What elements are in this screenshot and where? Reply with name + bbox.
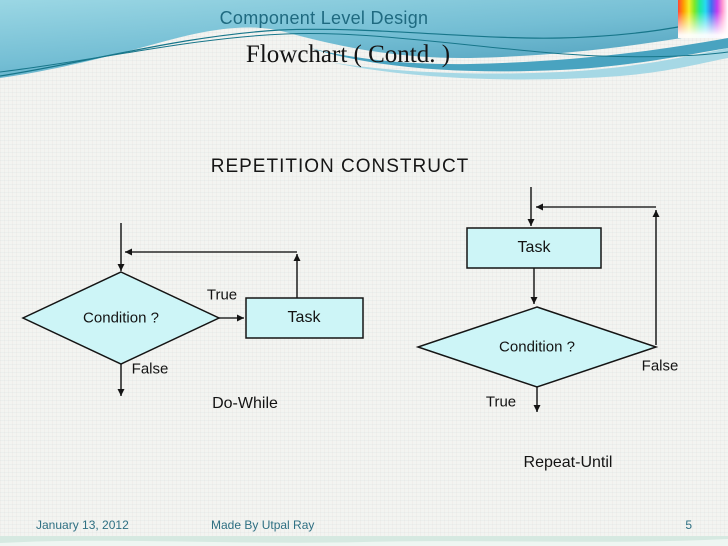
dowhile-caption: Do-While	[212, 395, 278, 412]
header-teal-band	[310, 38, 728, 72]
dowhile-true-label: True	[206, 286, 238, 304]
header-accent-line-2	[0, 33, 728, 73]
slide-subtitle: Flowchart ( Contd. )	[245, 41, 451, 68]
repeatuntil-condition-label: Condition ?	[499, 338, 575, 356]
repeatuntil-task-box	[466, 227, 602, 269]
repeatuntil-task-label: Task	[517, 239, 551, 256]
repeatuntil-condition-diamond	[415, 306, 659, 388]
dowhile-false-label: False	[131, 360, 169, 378]
slide-title: Component Level Design	[219, 8, 429, 28]
footer-page-number: 5	[685, 518, 692, 532]
dowhile-condition-diamond	[21, 271, 221, 365]
header-accent-line-1	[0, 15, 728, 77]
header-light-band	[330, 48, 728, 80]
dowhile-task-box	[245, 297, 364, 339]
bottom-bar-wave	[0, 539, 728, 546]
footer-credit: Made By Utpal Ray	[211, 518, 315, 532]
bottom-bar-base	[0, 536, 728, 546]
section-heading: REPETITION CONSTRUCT	[210, 156, 470, 177]
rainbow-spectrum-logo-icon	[678, 0, 728, 38]
repeatuntil-caption: Repeat-Until	[523, 454, 613, 471]
footer-date: January 13, 2012	[36, 518, 129, 532]
header-swoosh-graphic	[0, 0, 728, 80]
repeatuntil-true-label: True	[485, 393, 517, 411]
bottom-wave-bar	[0, 536, 728, 546]
dowhile-condition-label: Condition ?	[83, 309, 159, 327]
repeatuntil-false-label: False	[641, 357, 679, 375]
header-blue-band	[0, 0, 728, 78]
dowhile-task-label: Task	[287, 309, 321, 326]
